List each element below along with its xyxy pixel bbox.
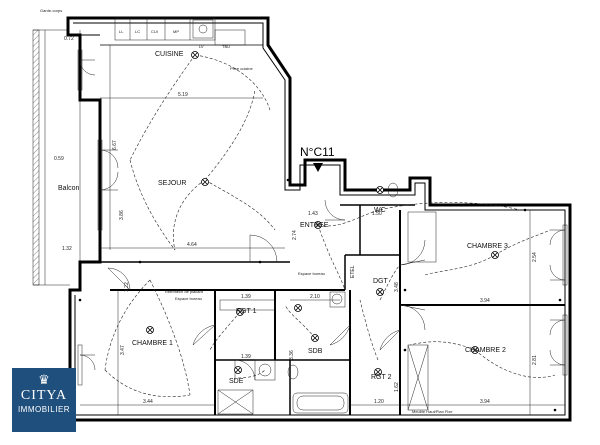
dim-139-a: 1.39 (241, 294, 251, 300)
note-espace-bureau-2: Espace bureau (175, 296, 202, 301)
plan-title: N°C11 (300, 145, 335, 159)
appliance-cui: CUI (151, 29, 158, 34)
kitchen-counter (114, 17, 246, 46)
light-fixtures (146, 51, 499, 376)
dim-143: 1.43 (308, 211, 318, 217)
logo-brand: CITYA (20, 388, 68, 403)
windows (77, 49, 568, 386)
appliance-tbu: TBU (222, 44, 230, 49)
dim-519: 5.19 (178, 92, 188, 98)
doors (79, 59, 566, 381)
appliance-lc: LC (135, 29, 140, 34)
room-label-dgt: DGT (373, 278, 389, 285)
room-label-balcon: Balcon (58, 185, 80, 192)
dim-464: 4.64 (187, 242, 197, 248)
dim-394-b: 3.94 (480, 298, 490, 304)
dim-344: 3.44 (143, 399, 153, 405)
note-prise-cuisine: Prise cuisine (230, 66, 253, 71)
room-label-chambre1: CHAMBRE 1 (132, 340, 173, 347)
closets (219, 211, 437, 411)
interior-walls (80, 34, 565, 415)
dim-274: 2.74 (292, 230, 298, 240)
dimension-lines (80, 45, 565, 415)
room-label-chambre2: CHAMBRE 2 (465, 347, 506, 354)
appliance-lv: LV (199, 44, 204, 49)
dim-120: 1.20 (374, 399, 384, 405)
appliance-mp: MP (173, 29, 179, 34)
room-label-rgt1: RGT 1 (236, 308, 257, 315)
dim-150: 1.50 (372, 211, 382, 217)
north-arrow-icon (313, 163, 323, 172)
dim-386: 3.86 (119, 210, 125, 220)
outer-walls (66, 16, 572, 422)
dim-139-b: 1.39 (241, 354, 251, 360)
room-label-etel: ETEL (350, 265, 356, 278)
room-label-rgt2: RGT 2 (371, 374, 392, 381)
note-meuble-haut: Meuble Haut/Plan Fixe (412, 409, 453, 414)
room-label-cuisine: CUISINE (155, 51, 184, 58)
logo-sub: IMMOBILIER (17, 405, 71, 414)
dim-394-a: 3.94 (480, 399, 490, 405)
sockets (78, 93, 562, 412)
appliance-ll: LL (119, 29, 124, 34)
electrical-wiring (104, 54, 556, 398)
dim-059: 0.59 (54, 156, 64, 162)
note-espace-bureau-1: Espace bureau (298, 271, 325, 276)
room-label-sdb: SDB (308, 348, 323, 355)
room-label-chambre3: CHAMBRE 3 (467, 243, 508, 250)
room-label-sde: SDE (229, 378, 244, 385)
dim-122: 1.22 (124, 282, 130, 292)
crown-icon: ♛ (38, 372, 50, 387)
dim-348: 3.48 (394, 282, 400, 292)
room-label-wc: WC (374, 207, 386, 214)
note-garde-corps: Garde-corps (40, 8, 62, 13)
dim-667: 6.67 (112, 140, 118, 150)
room-label-sejour: SEJOUR (158, 180, 186, 187)
room-label-entree: ENTREE (300, 222, 329, 229)
citya-logo: ♛ CITYA IMMOBILIER (12, 368, 76, 432)
dim-162: 1.62 (394, 382, 400, 392)
dim-132: 1.32 (62, 246, 72, 252)
note-retroflech: Rétroflech de placard (165, 289, 203, 294)
dim-336: 3.36 (289, 350, 295, 360)
dim-347: 3.47 (120, 345, 126, 355)
dim-281: 2.81 (532, 355, 538, 365)
balcony (32, 29, 81, 286)
dim-210: 2.10 (310, 294, 320, 300)
bath-fixtures (217, 182, 399, 415)
dim-254: 2.54 (532, 252, 538, 262)
dim-072: 0.72 (64, 36, 74, 42)
